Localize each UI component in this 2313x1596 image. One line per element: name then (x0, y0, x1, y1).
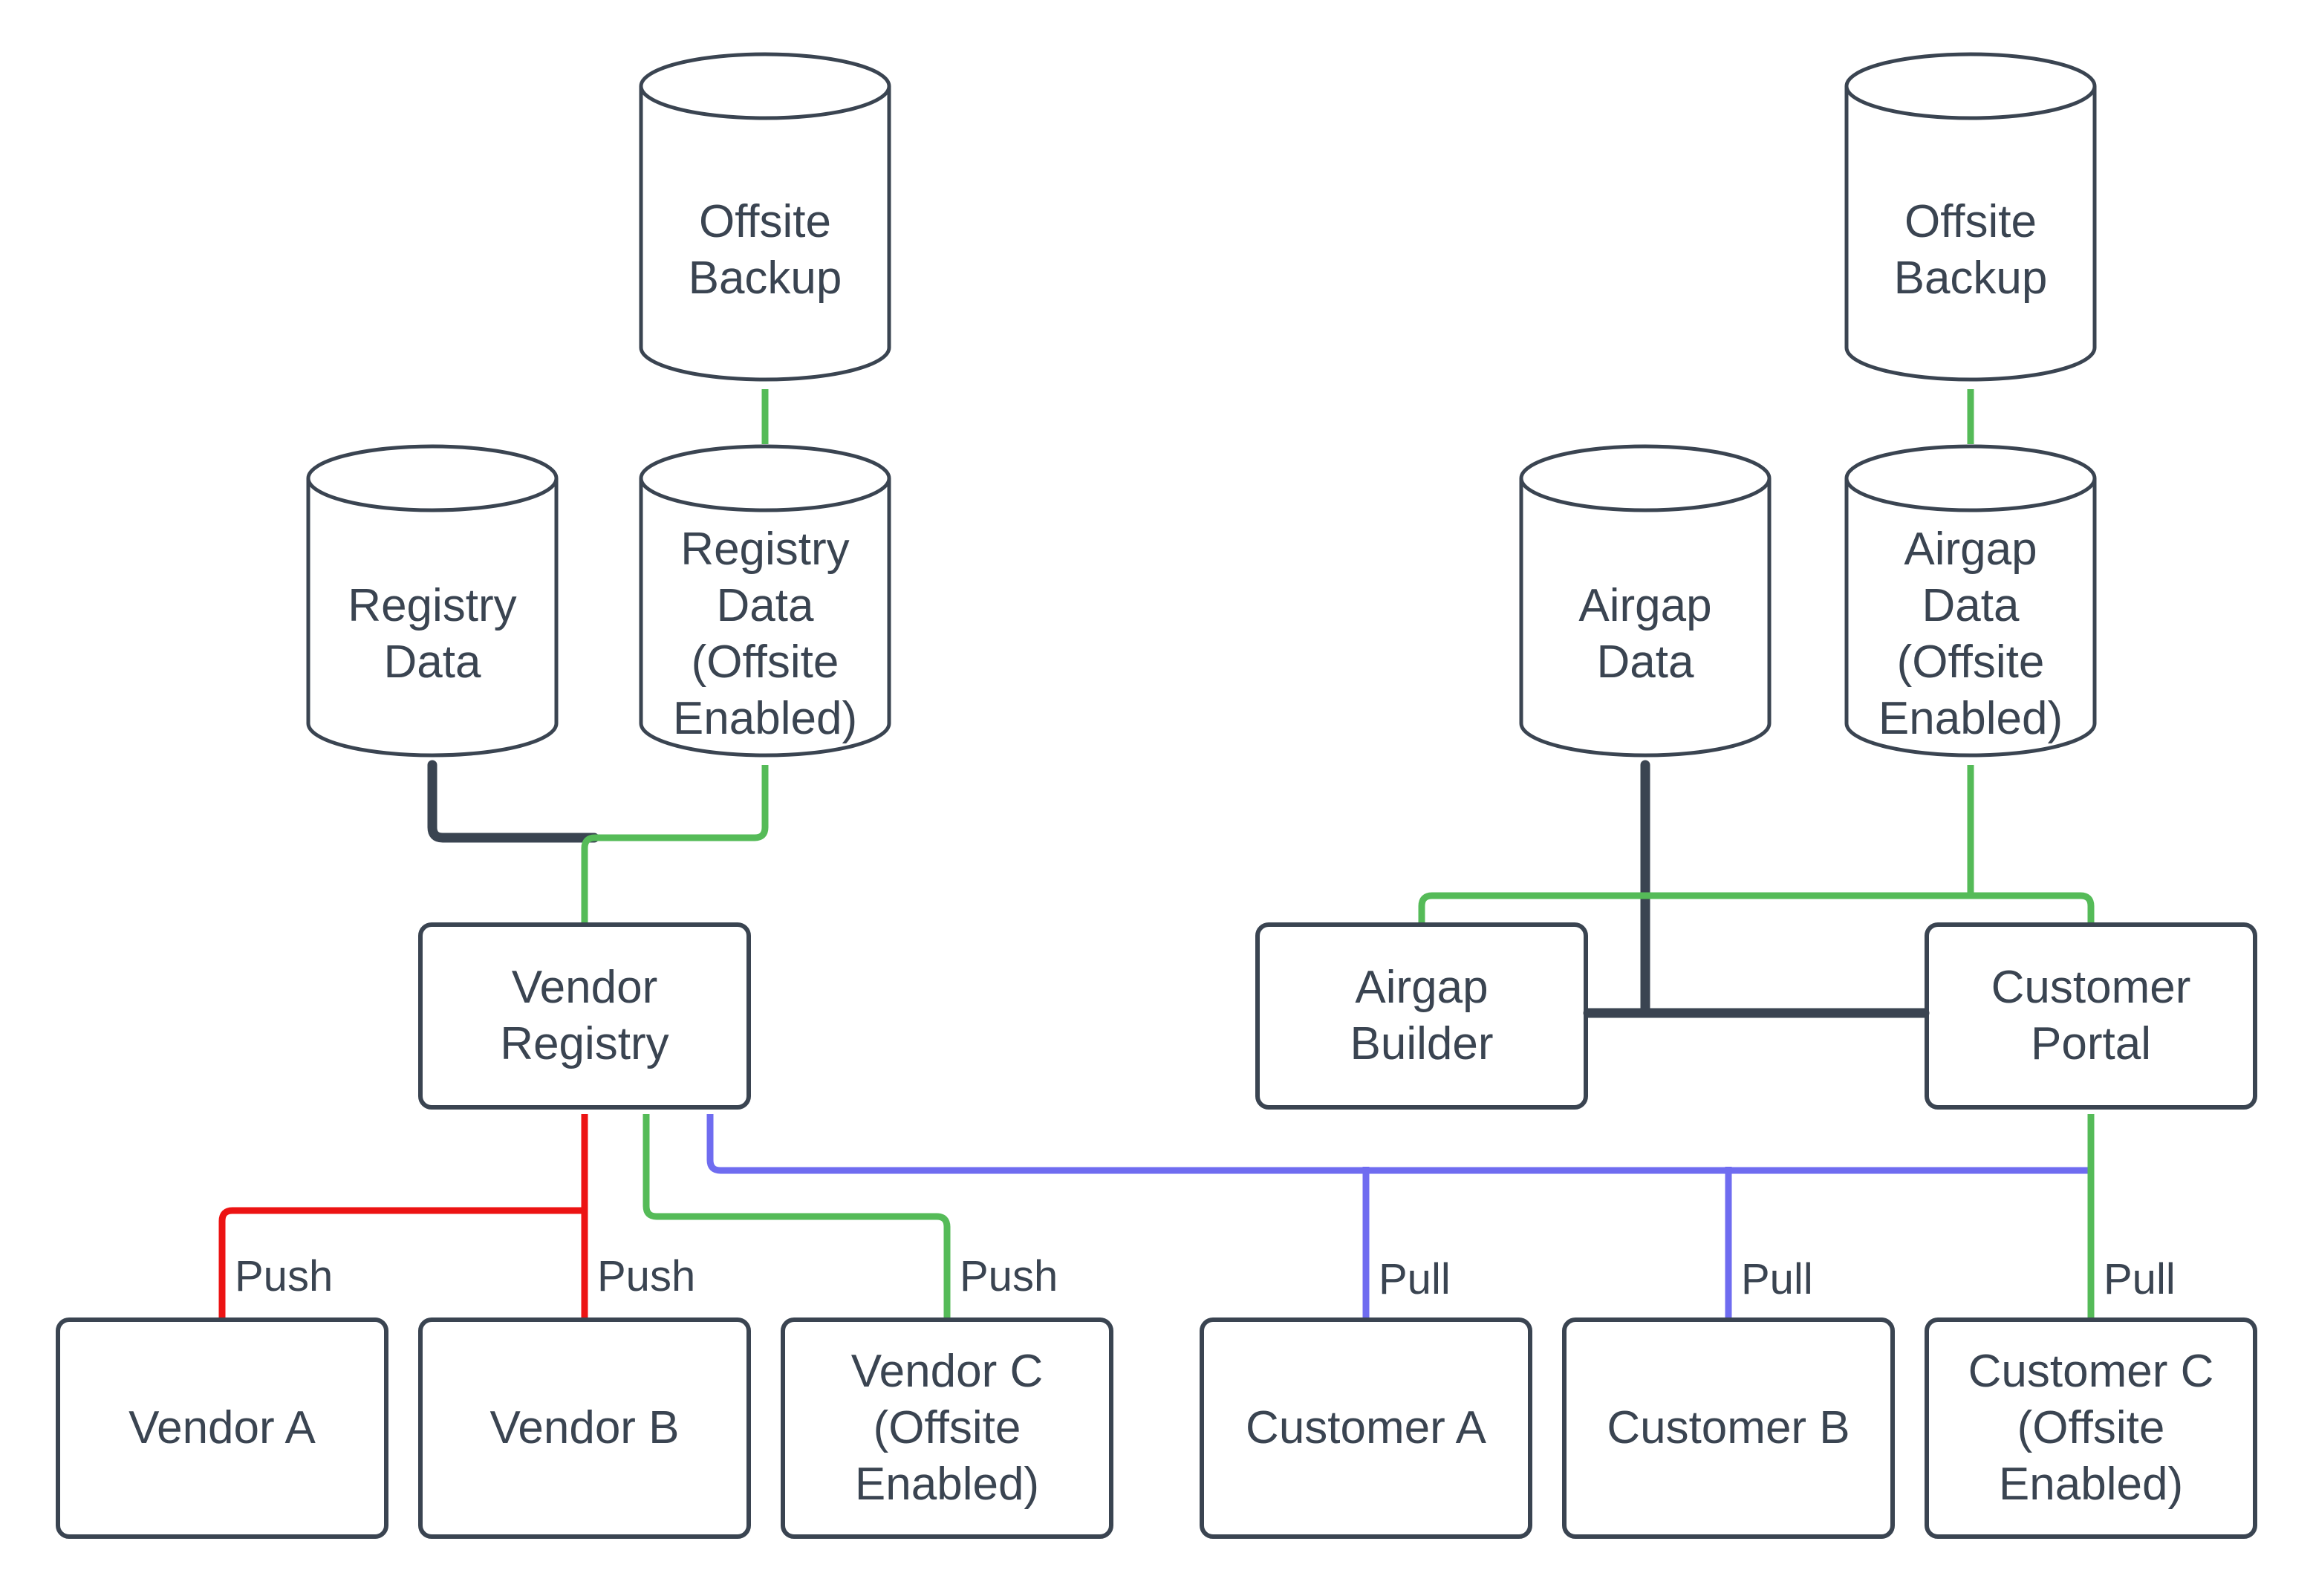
node-airgap-data-offsite: Airgap Data (Offsite Enabled) (1844, 444, 2097, 758)
node-label: Vendor A (128, 1402, 316, 1453)
edge-customer-portal-offsite-branch (1971, 892, 2095, 922)
edge-label-pull-customer-a: Pull (1379, 1255, 1451, 1303)
edge-label-pull-customer-c: Pull (2104, 1255, 2176, 1303)
node-vendor-c: Vendor C (Offsite Enabled) (781, 1317, 1113, 1539)
cylinder-shape (1844, 52, 2097, 382)
node-label: Vendor Registry (500, 962, 669, 1069)
cylinder-shape (1844, 444, 2097, 758)
node-label: Offsite Backup (688, 196, 842, 304)
node-label: Customer Portal (1991, 962, 2191, 1069)
edge-label-push-vendor-a: Push (235, 1252, 334, 1300)
node-offsite-backup-left: Offsite Backup (639, 52, 891, 382)
node-vendor-b: Vendor B (418, 1317, 751, 1539)
cylinder-shape (639, 444, 891, 758)
node-airgap-data: Airgap Data (1519, 444, 1772, 758)
node-registry-data-offsite: Registry Data (Offsite Enabled) (639, 444, 891, 758)
node-label: Customer A (1246, 1402, 1486, 1453)
node-label: Airgap Builder (1350, 962, 1494, 1069)
edge-label-push-vendor-c: Push (960, 1252, 1058, 1300)
node-label: Offsite Backup (1893, 196, 2048, 304)
node-label: Vendor B (489, 1402, 680, 1453)
node-customer-b: Customer B (1562, 1317, 1895, 1539)
node-label: Customer C (Offsite Enabled) (1968, 1346, 2214, 1510)
node-label: Airgap Data (1578, 580, 1712, 688)
edge-vendor-registry-to-registry-data (427, 760, 599, 843)
node-label: Vendor C (Offsite Enabled) (850, 1346, 1044, 1510)
node-airgap-builder: Airgap Builder (1255, 922, 1588, 1110)
node-label: Registry Data (Offsite Enabled) (672, 524, 858, 744)
node-label: Registry Data (348, 580, 517, 688)
node-customer-c: Customer C (Offsite Enabled) (1925, 1317, 2257, 1539)
node-label: Airgap Data (Offsite Enabled) (1878, 524, 2063, 744)
node-vendor-registry: Vendor Registry (418, 922, 751, 1110)
node-offsite-backup-right: Offsite Backup (1844, 52, 2097, 382)
node-vendor-a: Vendor A (56, 1317, 388, 1539)
node-registry-data: Registry Data (306, 444, 559, 758)
cylinder-shape (639, 52, 891, 382)
edge-label-push-vendor-b: Push (597, 1252, 696, 1300)
edge-vendor-registry-to-registry-data-offsite (581, 765, 769, 922)
node-label: Customer B (1607, 1402, 1850, 1453)
edge-pull-bus-to-vendor-registry (706, 1114, 2091, 1174)
node-customer-a: Customer A (1200, 1317, 1532, 1539)
edge-airgap-builder-offsite-branch (1418, 892, 1971, 922)
cylinder-shape (306, 444, 559, 758)
node-customer-portal: Customer Portal (1925, 922, 2257, 1110)
cylinder-shape (1519, 444, 1772, 758)
edge-label-pull-customer-b: Pull (1741, 1255, 1813, 1303)
